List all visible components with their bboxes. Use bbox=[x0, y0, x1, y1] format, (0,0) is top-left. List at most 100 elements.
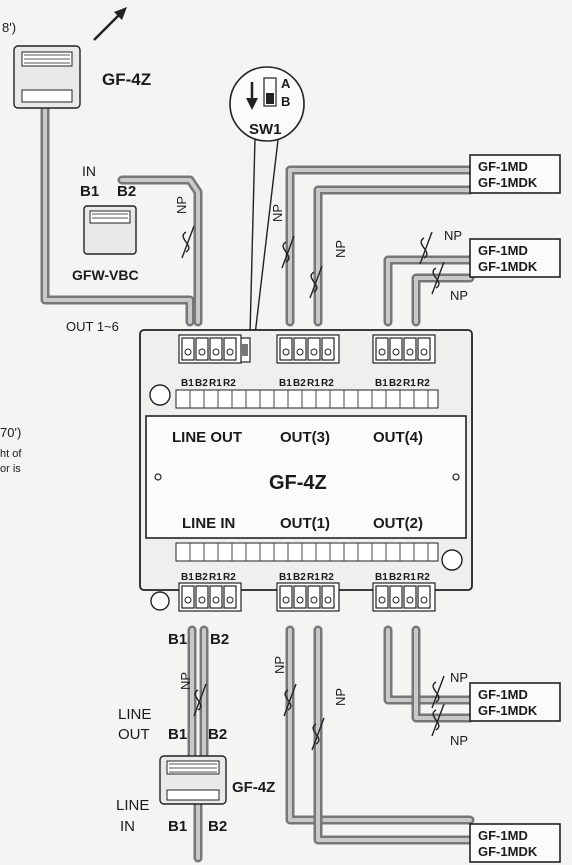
terminal-label-line-out-b2: B2 bbox=[195, 378, 208, 389]
terminal-label-out4-b2: B2 bbox=[389, 378, 402, 389]
corner-text: 8') bbox=[2, 20, 16, 35]
screw-icon bbox=[226, 596, 234, 604]
monitor-box-4: GF-1MD GF-1MDK bbox=[469, 823, 561, 863]
lower-out-b1-label: B1 bbox=[168, 726, 187, 743]
lower-device-label: GF-4Z bbox=[232, 779, 275, 796]
screw-icon bbox=[184, 348, 192, 356]
np-label-out3-b: NP bbox=[333, 240, 348, 258]
margin-text-3: or is bbox=[0, 463, 21, 475]
screw-icon bbox=[296, 348, 304, 356]
terminal-label-out3-r2: R2 bbox=[321, 378, 334, 389]
wire-out1-b bbox=[313, 625, 475, 845]
screw-icon bbox=[184, 596, 192, 604]
terminal-label-out2-b1: B1 bbox=[375, 572, 388, 583]
adapter-label: GFW-VBC bbox=[72, 267, 139, 283]
lower-gf4z-device bbox=[159, 755, 227, 805]
svg-text:GF-1MDK: GF-1MDK bbox=[478, 703, 538, 718]
main-unit bbox=[139, 329, 473, 611]
line-out-word-2: OUT bbox=[118, 726, 150, 743]
main-unit-label: GF-4Z bbox=[269, 472, 327, 494]
switch-a-label: A bbox=[281, 76, 291, 91]
out1-label: OUT(1) bbox=[280, 515, 330, 532]
svg-text:GF-1MD: GF-1MD bbox=[478, 828, 528, 843]
adapter-b2-label: B2 bbox=[117, 183, 136, 200]
screw-icon bbox=[198, 348, 206, 356]
terminal-label-line-in-r1: R1 bbox=[209, 572, 222, 583]
line-in-label: LINE IN bbox=[182, 515, 235, 532]
switch-b-label: B bbox=[281, 94, 290, 109]
terminal-label-out1-r2: R2 bbox=[321, 572, 334, 583]
np-label-out4-a: NP bbox=[444, 228, 462, 243]
screw-icon bbox=[406, 596, 414, 604]
np-label-out2-a: NP bbox=[450, 670, 468, 685]
screw-icon bbox=[406, 348, 414, 356]
line-in-b2-label: B2 bbox=[210, 631, 229, 648]
screw-icon bbox=[392, 348, 400, 356]
np-label-adapter: NP bbox=[174, 196, 189, 214]
screw-icon bbox=[198, 596, 206, 604]
line-in-word-1: LINE bbox=[116, 797, 149, 814]
terminal-label-line-in-r2: R2 bbox=[223, 572, 236, 583]
terminal-label-out1-b2: B2 bbox=[293, 572, 306, 583]
lower-in-b2-label: B2 bbox=[208, 818, 227, 835]
terminal-label-out3-b2: B2 bbox=[293, 378, 306, 389]
terminal-label-out2-r1: R1 bbox=[403, 572, 416, 583]
terminal-label-out4-r2: R2 bbox=[417, 378, 430, 389]
terminal-label-out3-b1: B1 bbox=[279, 378, 292, 389]
svg-text:GF-1MD: GF-1MD bbox=[478, 159, 528, 174]
in-label: IN bbox=[82, 163, 96, 179]
adapter-b1-label: B1 bbox=[80, 183, 99, 200]
terminal-label-out1-b1: B1 bbox=[279, 572, 292, 583]
adapter-device bbox=[83, 205, 137, 255]
np-label-out4-b: NP bbox=[450, 288, 468, 303]
wire-out2-a bbox=[383, 625, 475, 705]
line-out-label: LINE OUT bbox=[172, 429, 242, 446]
svg-text:GF-1MDK: GF-1MDK bbox=[478, 259, 538, 274]
monitor-box-3: GF-1MD GF-1MDK bbox=[469, 682, 561, 722]
screw-icon bbox=[212, 596, 220, 604]
upper-gf4z-device bbox=[13, 45, 81, 109]
terminal-label-out3-r1: R1 bbox=[307, 378, 320, 389]
screw-icon bbox=[378, 348, 386, 356]
screw-icon bbox=[392, 596, 400, 604]
line-out-word-1: LINE bbox=[118, 706, 151, 723]
terminal-label-line-in-b2: B2 bbox=[195, 572, 208, 583]
arrow-icon bbox=[93, 7, 127, 41]
monitor-box-1: GF-1MD GF-1MDK bbox=[469, 154, 561, 194]
terminal-label-out2-r2: R2 bbox=[417, 572, 430, 583]
terminal-label-line-out-r2: R2 bbox=[223, 378, 236, 389]
lower-out-b2-label: B2 bbox=[208, 726, 227, 743]
out4-label: OUT(4) bbox=[373, 429, 423, 446]
terminal-label-line-in-b1: B1 bbox=[181, 572, 194, 583]
sw1-callout bbox=[229, 66, 305, 142]
screw-icon bbox=[212, 348, 220, 356]
terminal-label-line-out-b1: B1 bbox=[181, 378, 194, 389]
terminal-label-out4-b1: B1 bbox=[375, 378, 388, 389]
wires bbox=[40, 103, 475, 863]
upper-device-label: GF-4Z bbox=[102, 70, 151, 89]
screw-icon bbox=[226, 348, 234, 356]
np-label-out1-b: NP bbox=[333, 688, 348, 706]
screw-icon bbox=[310, 596, 318, 604]
out2-label: OUT(2) bbox=[373, 515, 423, 532]
sw1-leader bbox=[249, 137, 256, 336]
terminal-label-out1-r1: R1 bbox=[307, 572, 320, 583]
switch-name-label: SW1 bbox=[249, 121, 282, 138]
svg-text:GF-1MD: GF-1MD bbox=[478, 687, 528, 702]
np-label-line-in: NP bbox=[178, 672, 193, 690]
lower-in-b1-label: B1 bbox=[168, 818, 187, 835]
monitor-box-2: GF-1MD GF-1MDK bbox=[469, 238, 561, 278]
screw-icon bbox=[310, 348, 318, 356]
screw-icon bbox=[282, 596, 290, 604]
out-range-label: OUT 1~6 bbox=[66, 319, 119, 334]
svg-text:GF-1MDK: GF-1MDK bbox=[478, 175, 538, 190]
